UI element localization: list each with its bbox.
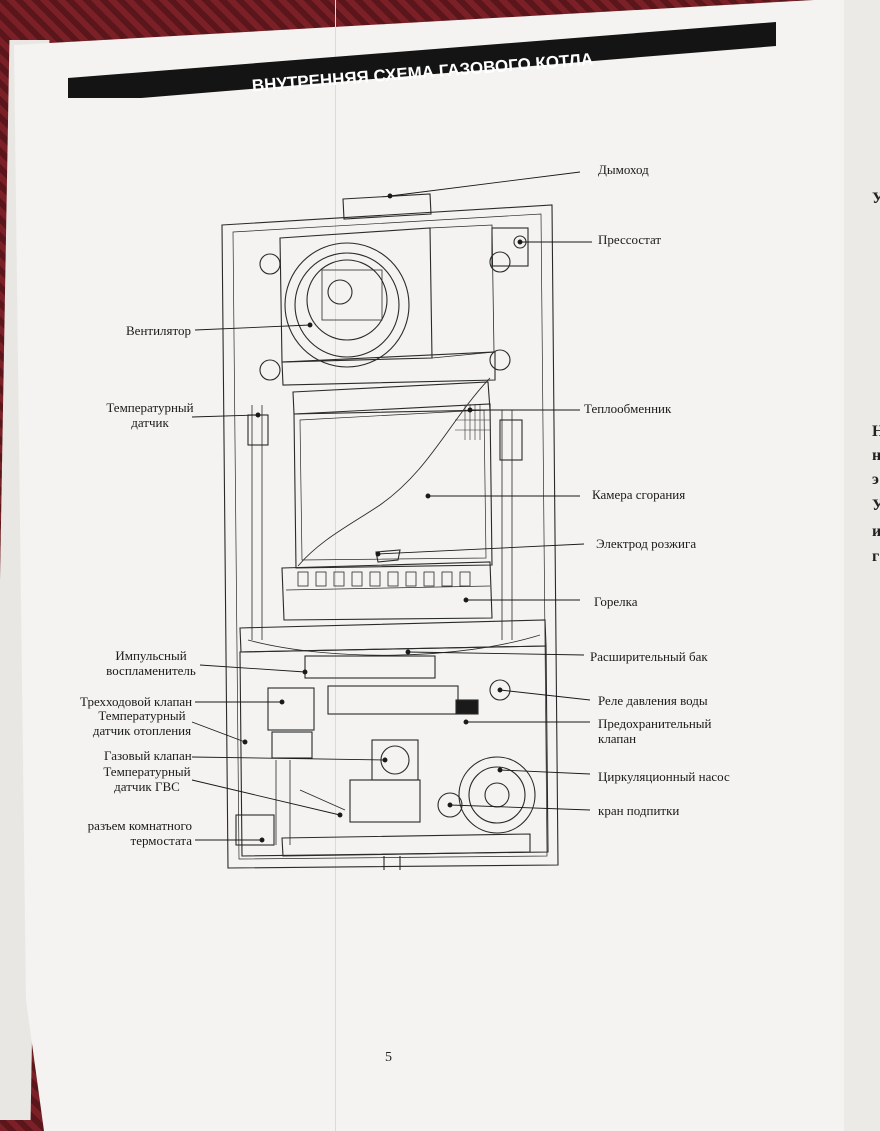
label-line: датчик отопления [92, 723, 192, 738]
fan-wheel [284, 242, 410, 368]
label-three-way-valve: Трехходовой клапан [80, 694, 193, 709]
label-fill-valve: кран подпитки [598, 803, 680, 818]
label-pressostat: Прессостат [598, 232, 662, 247]
label-line: воспламенитель [106, 663, 196, 678]
label-water-pressure-relay: Реле давления воды [598, 693, 708, 708]
burner [281, 561, 493, 621]
adjacent-text: и [872, 523, 880, 540]
label-line: Импульсный [115, 648, 187, 663]
label-line: Предохранительный [598, 716, 712, 731]
label-fan: Вентилятор [126, 323, 192, 338]
label-dhw-temp-sensor: Температурный датчик ГВС [92, 764, 202, 794]
label-room-thermostat-connector: разъем комнатного термостата [70, 818, 192, 848]
page-fold [335, 0, 336, 1131]
label-gas-valve: Газовый клапан [104, 748, 192, 763]
label-circulation-pump: Циркуляционный насос [598, 769, 730, 784]
ignition-electrode [375, 549, 401, 563]
label-line: термостата [130, 833, 192, 848]
label-line: Температурный [106, 400, 194, 415]
label-heat-exchanger: Теплообменник [584, 401, 672, 416]
label-combustion-chamber: Камера сгорания [592, 487, 686, 502]
fan-housing [279, 227, 433, 363]
label-chimney: Дымоход [598, 162, 649, 177]
label-expansion-tank: Расширительный бак [590, 649, 708, 664]
water-pressure-relay [489, 679, 511, 701]
adjacent-text: Н [872, 423, 880, 440]
adjacent-text: У [872, 190, 880, 207]
label-safety-valve: Предохранительный клапан [598, 716, 711, 746]
chimney-outlet [342, 193, 432, 220]
label-temp-sensor: Температурный датчик [100, 400, 200, 430]
section-title-banner: ВНУТРЕННЯЯ СХЕМА ГАЗОВОГО КОТЛА [68, 22, 776, 98]
combustion-chamber [293, 403, 493, 569]
boiler-casing [221, 204, 559, 869]
label-line: клапан [598, 731, 637, 746]
label-pulse-igniter: Импульсный воспламенитель [96, 648, 206, 678]
label-line: Температурный [103, 764, 191, 779]
label-burner: Горелка [594, 594, 638, 609]
adjacent-text: э [872, 471, 879, 488]
label-line: датчик ГВС [114, 779, 180, 794]
adjacent-text: У [872, 497, 880, 514]
three-way-valve [267, 687, 315, 731]
adjacent-text: н [872, 447, 880, 464]
pressostat [491, 227, 529, 267]
page-number: 5 [385, 1050, 392, 1065]
label-line: датчик [131, 415, 169, 430]
room-thermostat-connector [235, 814, 275, 846]
label-heating-temp-sensor: Температурный датчик отопления [82, 708, 202, 738]
circulation-pump [458, 756, 536, 834]
label-line: Температурный [98, 708, 186, 723]
label-line: разъем комнатного [87, 818, 192, 833]
adjacent-text: г [872, 548, 880, 565]
label-ignition-electrode: Электрод розжига [596, 536, 697, 551]
